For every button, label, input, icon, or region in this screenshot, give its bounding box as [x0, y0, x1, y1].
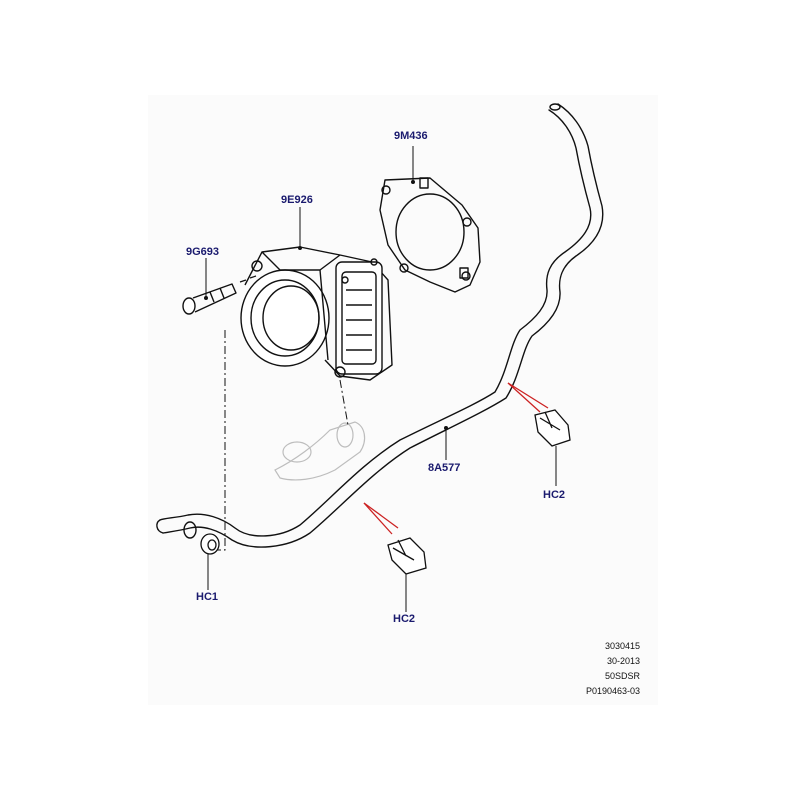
callout-throttle-body: 9E926 [281, 194, 313, 206]
ghost-outlet [274, 421, 366, 481]
clip-hc1 [200, 533, 220, 555]
throttle-body [240, 246, 393, 381]
clip-hc2-bottom [387, 537, 427, 575]
callout-hose: 8A577 [428, 462, 461, 474]
reference-line-4: P0190463-03 [585, 686, 640, 696]
reference-line-2: 30-2013 [606, 656, 640, 666]
reference-line-1: 3030415 [604, 641, 640, 651]
coolant-hose [156, 103, 604, 548]
clip-hc2-right [534, 409, 571, 447]
diagram-panel [148, 95, 658, 705]
callout-leaders [205, 146, 557, 612]
callout-clip-right: HC2 [543, 489, 566, 501]
callout-bolt: 9G693 [186, 246, 220, 258]
leader-dots [204, 180, 448, 430]
callout-gasket: 9M436 [394, 130, 428, 142]
bolt [182, 275, 257, 315]
gasket [379, 177, 481, 293]
callout-clip-left: HC1 [196, 591, 219, 603]
red-leaders [363, 382, 549, 535]
reference-line-3: 50SDSR [604, 671, 640, 681]
callout-clip-bottom: HC2 [393, 613, 416, 625]
